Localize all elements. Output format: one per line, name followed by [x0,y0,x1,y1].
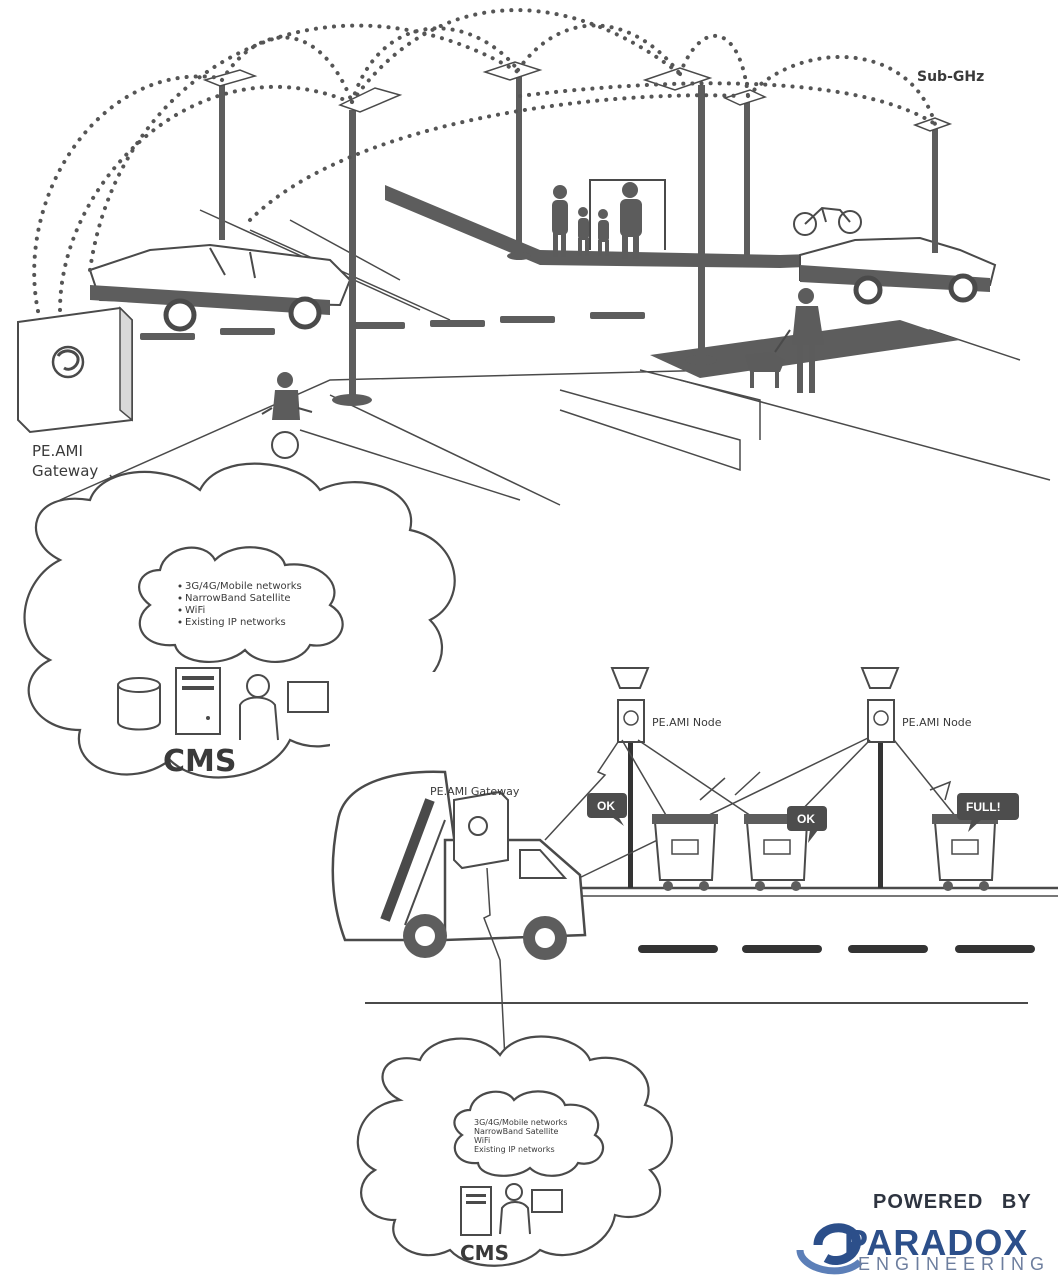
database-icon [118,678,160,730]
parked-bicycle [794,208,861,235]
top-gateway-label-line2: Gateway [32,462,98,480]
sub-ghz-label: Sub-GHz [917,69,984,85]
street-scene: Sub-GHz [34,10,1050,505]
waste-bin-3 [932,814,998,891]
network-item: WiFi [474,1136,490,1145]
svg-text:FULL!: FULL! [966,800,1001,814]
logo-subtitle: ENGINEERING [858,1254,1050,1275]
server-icon [176,668,220,734]
svg-text:OK: OK [597,799,615,813]
network-item: NarrowBand Satellite [474,1127,559,1136]
status-bubble-ok-1: OK [587,793,627,826]
lane-markings [638,945,1035,953]
top-gateway-label-line1: PE.AMI [32,442,83,460]
bottom-gateway-label: PE.AMI Gateway [430,785,520,798]
node1-label: PE.AMI Node [652,716,722,729]
child-on-bicycle [262,372,312,458]
bottom-cms-label: CMS [460,1241,509,1265]
svg-text:OK: OK [797,812,815,826]
network-item: NarrowBand Satellite [185,593,291,604]
network-item: WiFi [185,605,205,616]
network-item: Existing IP networks [474,1145,555,1154]
waste-bin-1 [652,814,718,891]
bottom-network-cloud: 3G/4G/Mobile networks NarrowBand Satelli… [358,1036,672,1265]
garbage-truck [333,772,585,1060]
network-item: 3G/4G/Mobile networks [185,581,302,592]
network-item: 3G/4G/Mobile networks [474,1118,567,1127]
node2-label: PE.AMI Node [902,716,972,729]
paradox-engineering-logo: PARADOX ENGINEERING [786,1226,1058,1276]
family-figures [552,182,642,259]
car-right [800,238,995,302]
server-icon [461,1187,491,1235]
top-cms-label: CMS [163,744,236,779]
powered-by-label: POWERED BY [873,1191,1032,1214]
network-item: Existing IP networks [185,617,286,628]
